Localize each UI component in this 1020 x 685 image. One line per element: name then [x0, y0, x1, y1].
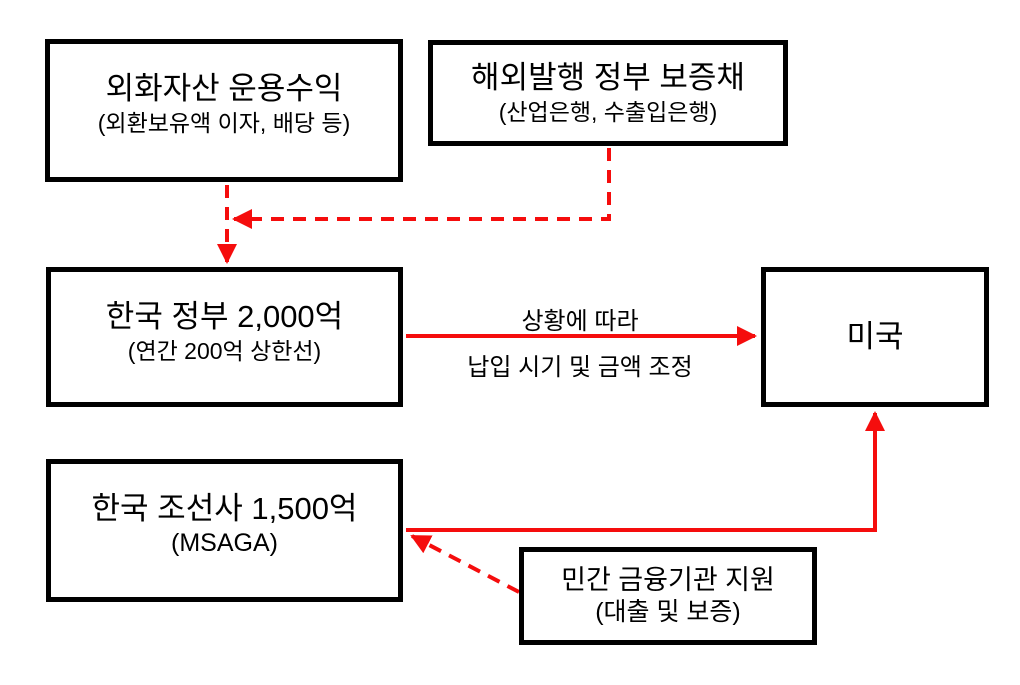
node-govt-bond: 해외발행 정부 보증채 (산업은행, 수출입은행): [428, 40, 788, 146]
node-fx-income: 외화자산 운용수익 (외환보유액 이자, 배당 등): [45, 39, 403, 182]
edge-govt-bond-to-korea-govt: [232, 148, 611, 229]
edge-label-govt-to-usa-line2: 납입 시기 및 금액 조정: [467, 354, 693, 381]
node-private-finance: 민간 금융기관 지원 (대출 및 보증): [519, 547, 817, 645]
node-usa-title: 미국: [846, 318, 904, 354]
node-korea-govt: 한국 정부 2,000억 (연간 200억 상한선): [46, 267, 403, 407]
edge-shipbuilders-to-usa: [406, 411, 885, 532]
node-fx-income-title: 외화자산 운용수익: [105, 70, 343, 106]
node-korea-govt-title: 한국 정부 2,000억: [105, 299, 344, 335]
node-shipbuilders-title: 한국 조선사 1,500억: [91, 490, 358, 526]
node-govt-bond-subtitle: (산업은행, 수출입은행): [498, 99, 718, 125]
node-private-finance-title: 민간 금융기관 지원: [561, 564, 775, 595]
node-shipbuilders: 한국 조선사 1,500억 (MSAGA): [46, 459, 403, 602]
node-korea-govt-subtitle: (연간 200억 상한선): [127, 338, 322, 364]
node-private-finance-subtitle: (대출 및 보증): [595, 598, 741, 627]
node-govt-bond-title: 해외발행 정부 보증채: [471, 60, 745, 96]
edge-private-finance-to-shipbuilders: [410, 534, 520, 594]
edge-label-govt-to-usa-line1: 상황에 따라: [521, 308, 639, 335]
node-fx-income-subtitle: (외환보유액 이자, 배당 등): [97, 109, 351, 136]
node-shipbuilders-subtitle: (MSAGA): [171, 529, 278, 558]
node-usa: 미국: [761, 267, 989, 407]
